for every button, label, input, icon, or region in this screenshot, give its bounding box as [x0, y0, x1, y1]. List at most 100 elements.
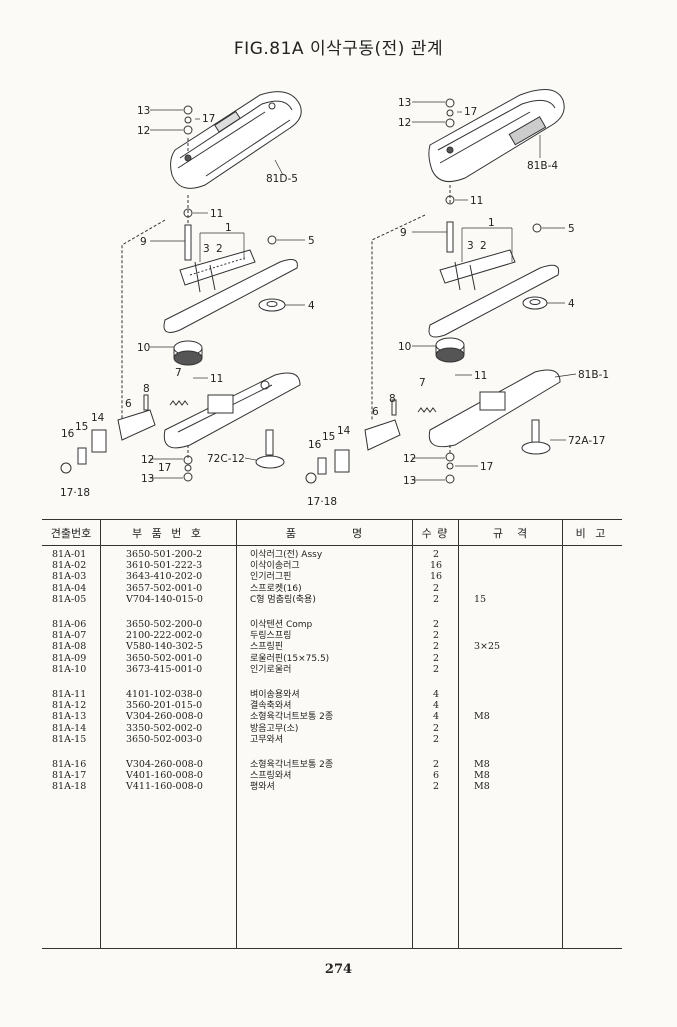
cover-81d5-drawing	[170, 91, 302, 189]
svg-text:2: 2	[480, 240, 487, 252]
svg-text:12: 12	[398, 117, 411, 129]
qty-cell: 4	[432, 689, 440, 700]
qty-cell: 2	[432, 652, 440, 664]
svg-text:6: 6	[372, 406, 379, 418]
svg-text:17: 17	[480, 461, 493, 473]
svg-text:17·18: 17·18	[60, 487, 90, 499]
svg-text:15: 15	[75, 421, 88, 433]
header-remark: 비 고	[575, 527, 609, 540]
svg-text:14: 14	[91, 412, 105, 424]
svg-text:5: 5	[308, 235, 315, 247]
ref-no-cell: 81A-13	[52, 711, 87, 723]
svg-text:13: 13	[137, 105, 150, 117]
svg-text:17: 17	[202, 113, 215, 125]
ref-no-cell: 81A-07	[52, 630, 87, 642]
qty-cell: 2	[432, 733, 440, 745]
part-no-cell: 2100-222-002-0	[126, 630, 203, 642]
qty-cell: 6	[432, 770, 440, 782]
svg-text:17·18: 17·18	[307, 496, 337, 508]
svg-text:11: 11	[210, 208, 223, 220]
table-header: 견출번호 부 품 번 호 품 명 수 량 규 격 비 고	[42, 519, 622, 546]
part-no-cell: V304-260-008-0	[126, 759, 203, 770]
svg-text:4: 4	[308, 300, 315, 312]
ref-no-cell: 81A-12	[52, 700, 87, 712]
part-no-cell: 3657-502-001-0	[126, 582, 203, 594]
part-no-cell: 3610-501-222-3	[126, 560, 203, 572]
qty-cell: 2	[432, 759, 440, 770]
name-cell: 스프링와셔	[250, 771, 292, 782]
svg-text:1: 1	[488, 217, 495, 229]
qty-cell: 2	[432, 663, 440, 675]
name-cell: 인기러그핀	[250, 572, 292, 583]
header-name: 품 명	[285, 527, 363, 540]
header-ref-no: 견출번호	[50, 527, 92, 540]
qty-cell: 2	[432, 781, 440, 793]
spec-cell: M8	[474, 770, 490, 782]
ref-no-cell: 81A-03	[52, 571, 87, 583]
svg-text:81B-4: 81B-4	[527, 160, 558, 172]
qty-cell: 2	[432, 722, 440, 734]
ref-no-cell: 81A-02	[52, 560, 87, 572]
part-no-cell: 3643-410-202-0	[126, 571, 203, 583]
svg-text:9: 9	[140, 236, 147, 248]
svg-text:16: 16	[308, 439, 322, 451]
part-no-cell: 3673-415-001-0	[126, 663, 203, 675]
name-cell: 스프로켓(16)	[250, 583, 302, 594]
svg-text:3: 3	[467, 240, 474, 252]
exploded-parts-diagram: 13 17 12 81D-5 11 9 1 3 2 5 4 10 7 11 8 …	[60, 89, 609, 508]
ref-no-cell: 81A-10	[52, 663, 87, 675]
name-cell: 소형육각너트보통 2종	[250, 712, 334, 723]
svg-text:13: 13	[403, 475, 416, 487]
cover-81b4-drawing	[428, 89, 565, 183]
part-no-cell: V411-160-008-0	[126, 781, 203, 793]
ref-no-cell: 81A-05	[52, 593, 87, 605]
left-assembly	[60, 91, 302, 482]
part-no-cell: 3350-502-002-0	[126, 722, 203, 734]
name-cell: C형 멈춤링(축용)	[250, 594, 316, 605]
svg-text:8: 8	[143, 383, 150, 395]
svg-text:7: 7	[175, 367, 182, 379]
name-cell: 결속축와셔	[250, 701, 292, 712]
name-cell: 소형육각너트보통 2종	[250, 760, 334, 770]
qty-cell: 2	[432, 593, 440, 605]
spec-cell: 3×25	[474, 641, 501, 653]
name-cell: 방음고무(소)	[250, 723, 299, 734]
part-no-cell: 3650-502-200-0	[126, 619, 203, 630]
svg-text:6: 6	[125, 398, 132, 410]
svg-text:11: 11	[470, 195, 483, 207]
svg-text:1: 1	[225, 222, 232, 234]
qty-cell: 2	[432, 641, 440, 653]
header-part-no: 부 품 번 호	[132, 527, 204, 540]
svg-text:13: 13	[398, 97, 411, 109]
name-cell: 이삭텐션 Comp	[250, 620, 313, 630]
part-no-cell: 3650-501-200-2	[126, 549, 203, 560]
right-callout-labels: 13 17 12 81B-4 11 9 1 3 2 5 4 10 7 11 81…	[307, 97, 609, 508]
part-no-cell: V704-140-015-0	[126, 593, 203, 605]
header-spec: 규 격	[492, 527, 528, 540]
qty-cell: 2	[432, 630, 440, 642]
svg-text:11: 11	[474, 370, 487, 382]
qty-cell: 2	[432, 619, 440, 630]
spec-cell: 15	[474, 593, 487, 605]
svg-text:7: 7	[419, 377, 426, 389]
svg-text:11: 11	[210, 373, 223, 385]
table-row: 81A-05 V704-140-015-0 C형 멈춤링(축용) 2 15	[42, 594, 622, 606]
figure-title: FIG.81A 이삭구동(전) 관계	[233, 39, 444, 59]
svg-text:12: 12	[403, 453, 416, 465]
svg-text:72C-12: 72C-12	[207, 453, 245, 465]
svg-text:14: 14	[337, 425, 351, 437]
svg-text:10: 10	[137, 342, 150, 354]
right-leader-lines	[412, 101, 577, 481]
svg-text:10: 10	[398, 341, 411, 353]
ref-no-cell: 81A-18	[52, 781, 87, 793]
svg-text:3: 3	[203, 243, 210, 255]
